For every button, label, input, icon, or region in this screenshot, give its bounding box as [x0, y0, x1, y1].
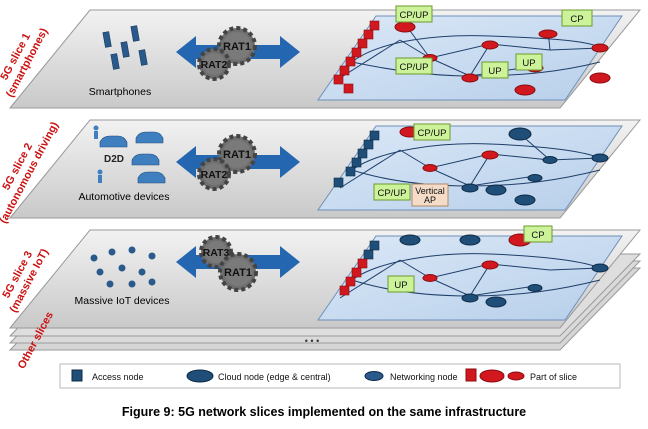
slice-3-network-plane [317, 235, 623, 321]
svg-text:RAT2: RAT2 [201, 59, 228, 71]
svg-text:CP: CP [531, 230, 544, 241]
svg-text:Access node: Access node [92, 372, 144, 382]
slice-3-function-up: UP [387, 275, 415, 293]
svg-text:Part of slice: Part of slice [530, 372, 577, 382]
svg-text:CP: CP [570, 14, 583, 25]
svg-text:UP: UP [394, 280, 407, 291]
slice-1-function-up-b: UP [515, 53, 543, 71]
slice-2-access-nodes [333, 130, 380, 188]
slice-1-function-cp: CP [561, 9, 593, 27]
slice-2-function-cpup-a: CP/UP [413, 123, 451, 141]
svg-text:RAT2: RAT2 [201, 169, 228, 181]
legend-cloud-node: Cloud node (edge & central) [186, 369, 331, 383]
svg-text:AP: AP [424, 195, 436, 205]
slice-1-access-nodes [333, 20, 380, 94]
slice-2-rat1-gear-icon: RAT1 [217, 134, 257, 174]
iot-devices-icon [90, 246, 156, 288]
figure-caption: Figure 9: 5G network slices implemented … [121, 405, 527, 419]
svg-text:CP/UP: CP/UP [417, 128, 446, 139]
vertical-ap-box: Vertical AP [411, 183, 449, 207]
slice-1-function-cpup-a: CP/UP [395, 5, 433, 23]
svg-text:Vertical: Vertical [415, 186, 445, 196]
slice-3-access-nodes [339, 240, 380, 296]
svg-text:UP: UP [522, 58, 535, 69]
slice-3-cloud-nodes [399, 233, 609, 308]
pedestrian-icons [93, 125, 103, 183]
slice-1-function-up-a: UP [481, 61, 509, 79]
svg-text:RAT1: RAT1 [223, 41, 251, 53]
slice-2-rat2-gear-icon: RAT2 [197, 157, 231, 191]
legend: Access node Cloud node (edge & central) … [59, 363, 621, 389]
d2d-label: D2D [104, 154, 124, 165]
svg-text:RAT3: RAT3 [203, 247, 230, 259]
legend-networking-node: Networking node [364, 371, 458, 382]
rat2-gear-icon: RAT2 [197, 47, 231, 81]
slice-1-devices-label: Smartphones [89, 86, 151, 98]
slice-2-function-cpup-b: CP/UP [373, 183, 411, 201]
svg-text:RAT1: RAT1 [224, 267, 252, 279]
slice-3-rat1-gear-icon: RAT1 [218, 252, 258, 292]
rat1-gear-icon: RAT1 [217, 26, 257, 66]
legend-access-node: Access node [71, 369, 144, 382]
svg-text:CP/UP: CP/UP [399, 62, 428, 73]
svg-text:CP/UP: CP/UP [399, 10, 428, 21]
slice-3-function-cp: CP [523, 225, 553, 243]
slice-2-devices-label: Automotive devices [78, 191, 169, 203]
slice-3-devices-label: Massive IoT devices [75, 295, 170, 307]
svg-text:Networking node: Networking node [390, 372, 458, 382]
svg-text:Cloud node (edge & central): Cloud node (edge & central) [218, 372, 331, 382]
svg-text:CP/UP: CP/UP [377, 188, 406, 199]
slice-1-function-cpup-b: CP/UP [395, 57, 433, 75]
svg-text:RAT1: RAT1 [223, 149, 251, 161]
car-icons [99, 131, 166, 184]
smartphones-icon [102, 25, 148, 70]
legend-part-of-slice: Part of slice [465, 368, 577, 383]
rat3-gear-icon: RAT3 [199, 235, 233, 269]
svg-text:UP: UP [488, 66, 501, 77]
more-slices-ellipsis: • • • [305, 336, 319, 346]
